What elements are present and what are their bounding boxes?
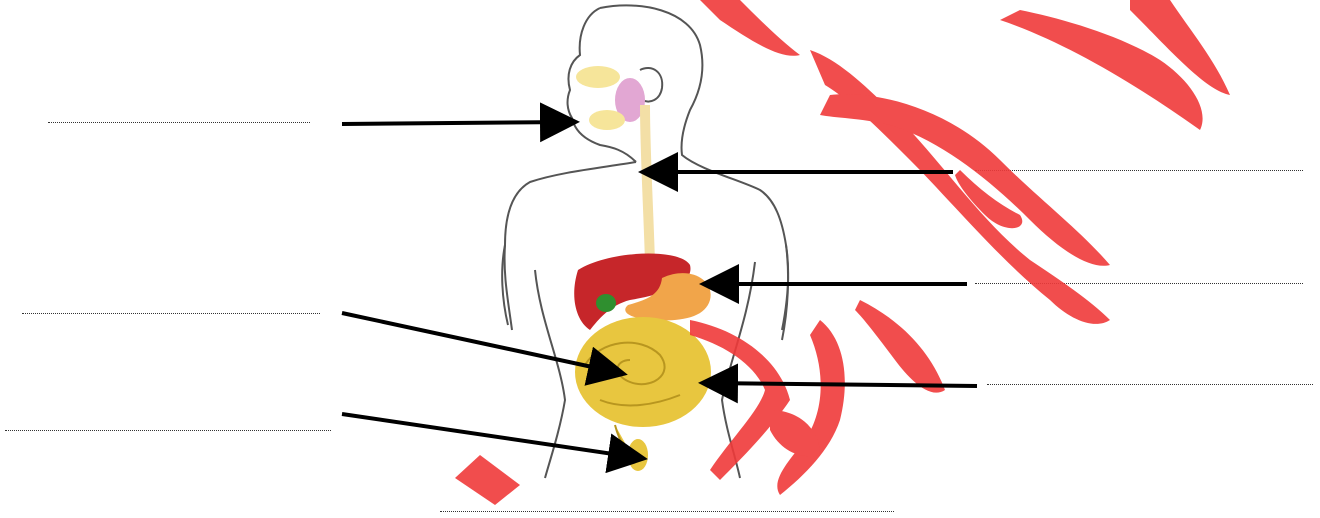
gallbladder xyxy=(596,294,616,312)
arrow-mouth xyxy=(342,122,572,124)
watermark xyxy=(455,0,1230,505)
esophagus xyxy=(645,105,650,262)
arrow-rectum xyxy=(342,414,640,458)
salivary-gland xyxy=(576,66,645,130)
arrow-small-intestine xyxy=(342,313,620,373)
intestines xyxy=(575,317,711,471)
